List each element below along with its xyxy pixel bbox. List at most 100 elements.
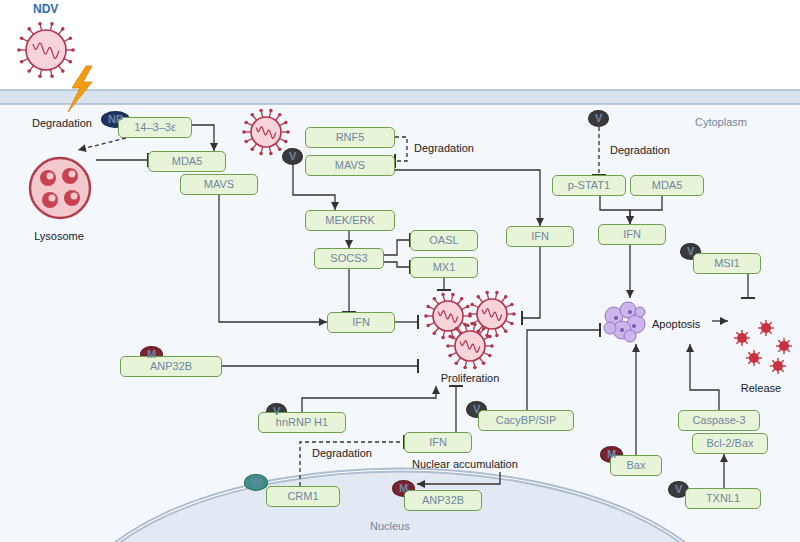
virion-spike [754, 357, 762, 358]
virus-spike [479, 326, 483, 331]
virus-spike [471, 313, 477, 314]
protein-box: CacyBP/SIP [478, 410, 574, 431]
virion-body [749, 353, 759, 363]
spike-head [286, 130, 290, 134]
apoptotic-body [605, 307, 623, 325]
protein-box: p-STAT1 [552, 175, 626, 196]
spike-head [69, 36, 73, 40]
granule-core [69, 171, 76, 178]
inhibition-connector [598, 127, 599, 175]
node-label: MDA5 [652, 179, 683, 192]
virus-spike [64, 39, 69, 42]
virus-spike [58, 66, 62, 71]
protein-box: Bax [610, 455, 662, 476]
node-label: TXNL1 [706, 492, 740, 505]
virus-spike [473, 326, 474, 332]
inhibition-connector [395, 137, 407, 161]
spike-head [454, 361, 458, 365]
spike-head [20, 36, 24, 40]
node-label: MX1 [433, 261, 456, 274]
spike-head [269, 152, 273, 156]
virus-spike [443, 296, 444, 302]
spike-head [476, 329, 480, 333]
node-label: SOCS3 [330, 252, 367, 265]
node-label: RNF5 [336, 131, 365, 144]
protein-box: Bcl-2/Bax [692, 433, 768, 454]
edge-label: Degradation [608, 144, 672, 157]
activation-arrow [630, 196, 662, 224]
virion-spike [758, 327, 766, 328]
node-label: hnRNP H1 [276, 416, 328, 429]
lysosome-granule [40, 170, 56, 186]
virion-spike [776, 345, 784, 346]
spike-head [468, 314, 472, 318]
virion-body [773, 361, 783, 371]
activation-arrow [348, 231, 349, 248]
virus-spike [487, 294, 488, 300]
cytoplasm-ground [0, 104, 800, 542]
node-label: IFN [352, 316, 370, 329]
edge-label: Degradation [310, 447, 374, 460]
virus-spike [479, 298, 483, 303]
protein-box: IFN [598, 224, 666, 245]
protein-box: IFN [506, 226, 574, 247]
spike-head [460, 331, 464, 335]
protein-box: 14–3–3ε [118, 117, 192, 138]
process-label: Nuclear accumulation [412, 458, 518, 471]
spike-head [488, 354, 492, 358]
spike-head [441, 293, 445, 297]
virus-particle [242, 109, 290, 155]
nucleus-region: NucleusWCRM1MANP32B [60, 468, 740, 542]
spike-head [27, 27, 31, 31]
membrane-line [0, 89, 800, 91]
node-label: 14–3–3ε [134, 121, 176, 134]
virion-spike [766, 327, 774, 328]
virus-genome [33, 43, 59, 58]
protein-box: TXNL1 [685, 488, 761, 509]
virion-spike [760, 328, 766, 334]
virus-spike [20, 49, 26, 50]
virus-envelope [433, 301, 463, 331]
node-label: OASL [429, 234, 458, 247]
granule-core [49, 195, 56, 202]
node-label: Cytoplasm [695, 116, 747, 129]
spike-head [468, 312, 472, 316]
inhibition-connector [443, 278, 444, 290]
spike-head [460, 297, 464, 301]
membrane-line [0, 103, 800, 105]
spike-head [463, 366, 467, 370]
spike-head [244, 121, 248, 125]
spike-head [20, 60, 24, 64]
virion-spike [753, 358, 754, 366]
virus-group [17, 22, 290, 155]
virion-spike [783, 338, 784, 346]
spike-head [244, 140, 248, 144]
lightning-bolt [68, 66, 92, 112]
virus-spike [462, 323, 467, 326]
virus-spike [501, 326, 505, 331]
virus-spike [253, 116, 257, 121]
virus-spike [253, 144, 257, 149]
node-label: p-STAT1 [568, 179, 610, 192]
protein-box: ANP32B [404, 490, 482, 511]
spike-head [242, 130, 246, 134]
virus-particle [424, 293, 472, 339]
node-label: IFN [429, 436, 447, 449]
spike-head [448, 335, 452, 339]
virion-spike [770, 365, 778, 366]
virus-spike [479, 358, 483, 363]
protein-box: MDA5 [630, 175, 704, 196]
virus-spike [507, 313, 513, 314]
virus-spike [506, 321, 511, 324]
protein-box: OASL [410, 230, 478, 251]
cell-membrane [0, 90, 800, 104]
inhibition-connector [222, 365, 418, 366]
lysosome-granule [42, 192, 58, 208]
spike-head [476, 295, 480, 299]
badge-letter: V [473, 403, 480, 416]
virus-spike [58, 30, 62, 35]
virion-spike [772, 366, 778, 372]
virus-spike [429, 323, 434, 326]
virus-spike [484, 353, 489, 356]
